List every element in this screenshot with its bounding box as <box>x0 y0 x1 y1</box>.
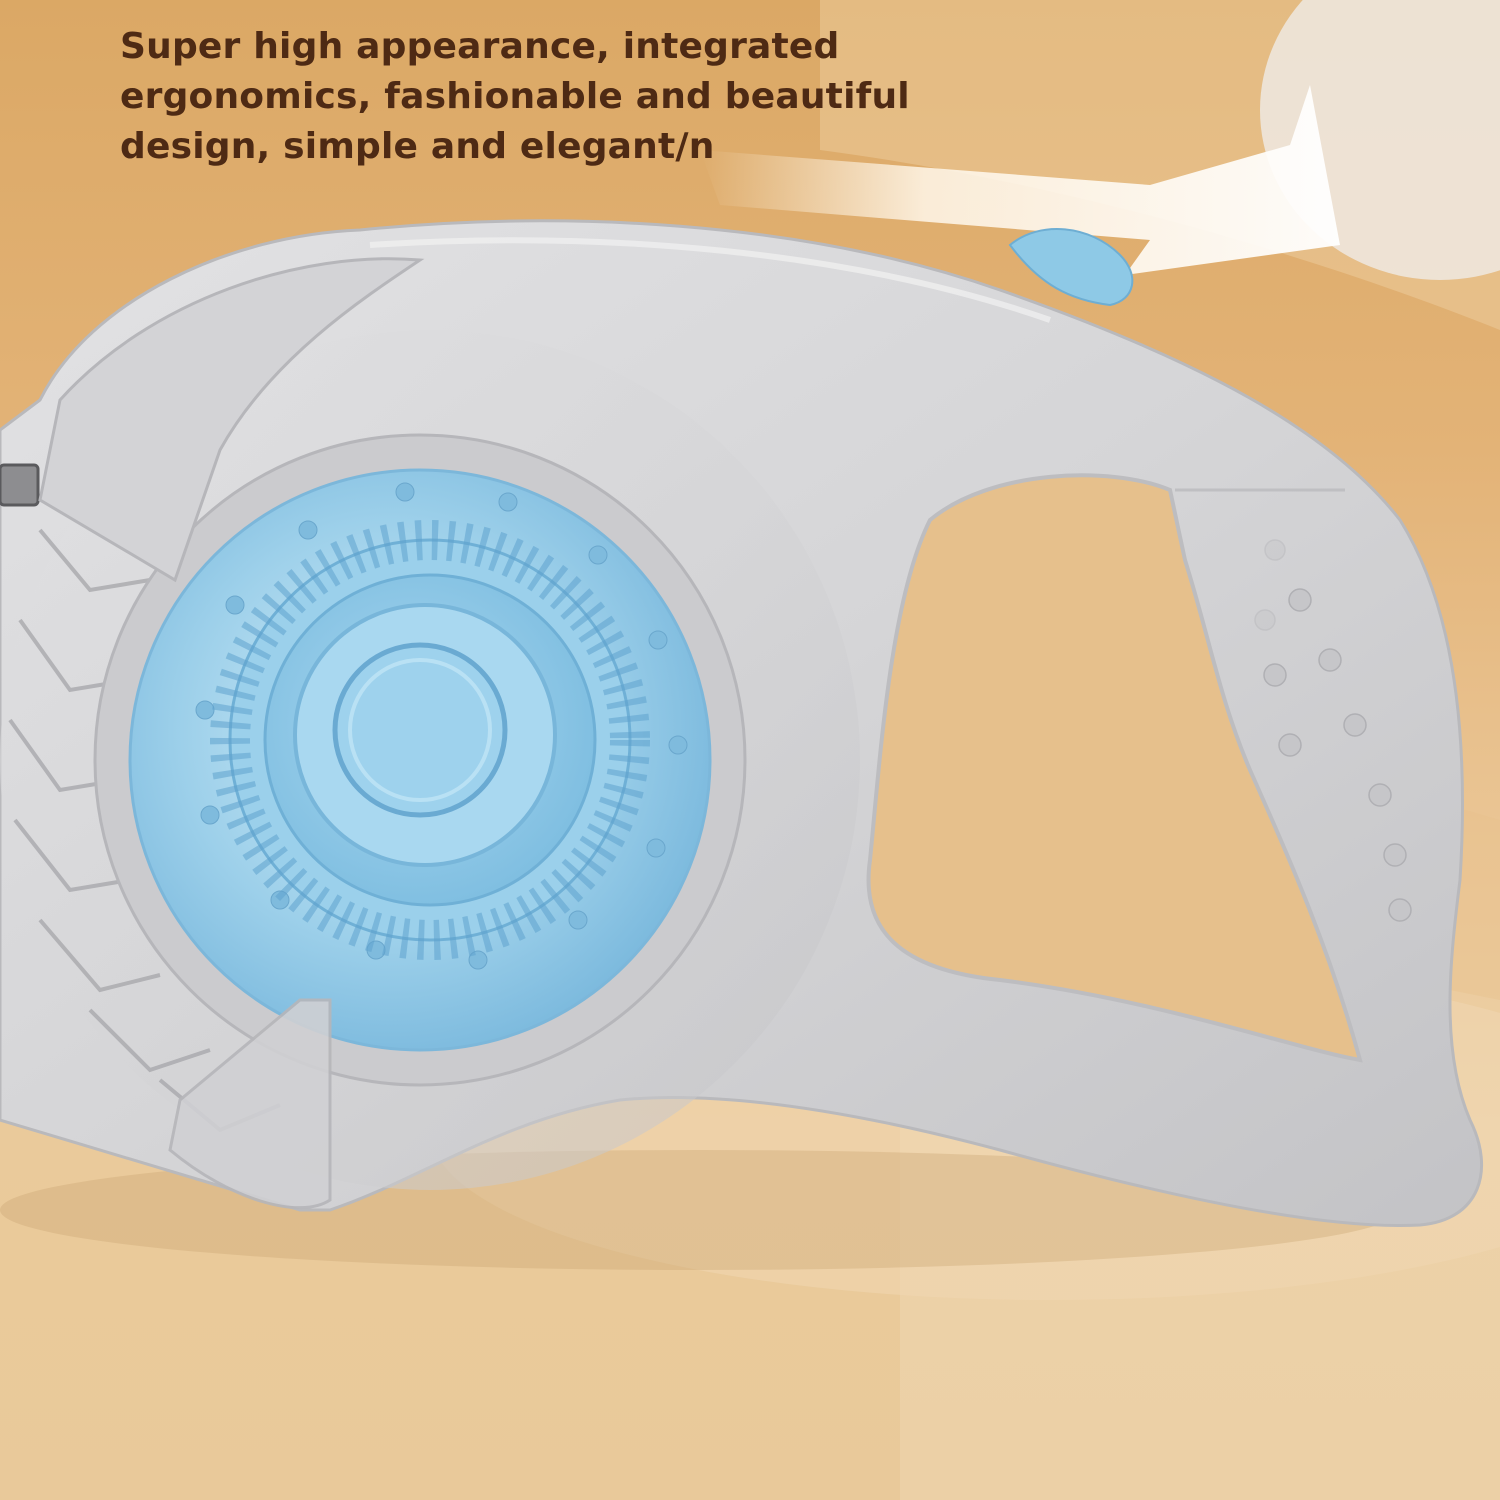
leash-body <box>0 219 1484 1270</box>
headline-line-2: ergonomics, fashionable and beautiful <box>120 76 910 117</box>
headline-line-1: Super high appearance, integrated <box>120 26 840 67</box>
arrow-top-right-icon <box>700 85 1340 275</box>
headline-line-3: design, simple and elegant/n <box>120 126 715 167</box>
headline-caption: Super high appearance, integrated ergono… <box>120 22 940 172</box>
